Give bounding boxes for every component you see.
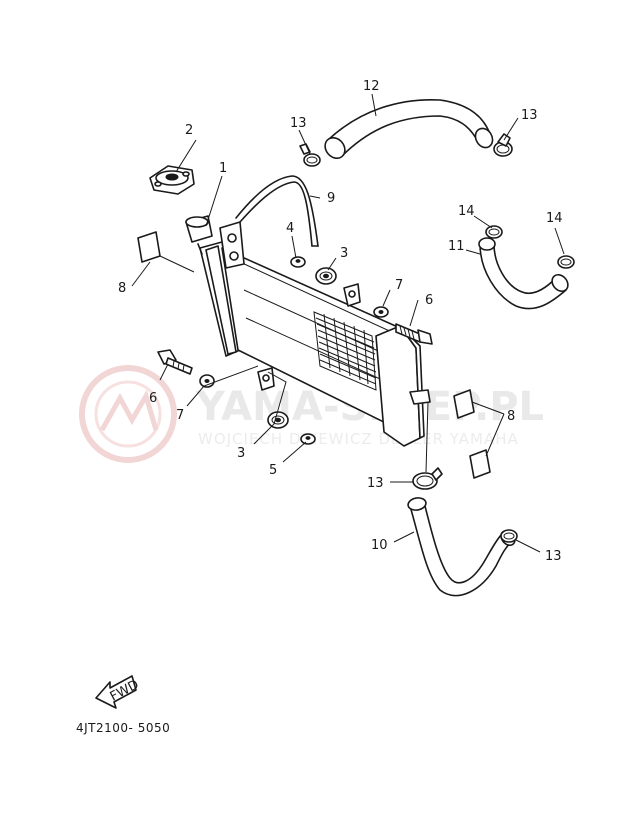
washer-7-right <box>373 306 389 318</box>
callout-12: 12 <box>363 79 380 94</box>
callout-13-top: 13 <box>290 116 307 131</box>
radiator-assembly <box>185 215 431 447</box>
callout-9: 9 <box>327 191 335 206</box>
callout-8-left: 8 <box>118 281 126 296</box>
fwd-arrow-icon: FWD <box>95 675 141 709</box>
callout-14-right: 14 <box>546 211 563 226</box>
collar-4 <box>290 256 306 268</box>
callout-3-upper: 3 <box>340 246 348 261</box>
callouts: 2 1 13 12 13 9 4 3 7 6 14 14 11 8 6 7 8 … <box>118 79 563 564</box>
bolt-6-left <box>157 349 193 375</box>
callout-13-topright: 13 <box>521 108 538 123</box>
callout-2: 2 <box>185 123 193 138</box>
grommet-3-lower <box>267 411 289 429</box>
pad-8-right-lower <box>469 449 491 479</box>
hose-clamp-13a <box>299 143 321 167</box>
leader-lines <box>131 93 565 553</box>
hose-clamp-14a <box>485 225 503 239</box>
upper-hose <box>324 98 494 160</box>
callout-1: 1 <box>219 161 227 176</box>
callout-10: 10 <box>371 538 388 553</box>
callout-7-left: 7 <box>176 408 184 423</box>
callout-4: 4 <box>286 221 294 236</box>
pad-8-left <box>137 231 161 263</box>
callout-14-left: 14 <box>458 204 475 219</box>
callout-6-left: 6 <box>149 391 157 406</box>
callout-11: 11 <box>448 239 465 254</box>
overflow-hose <box>235 175 319 247</box>
hose-clamp-13d <box>500 529 518 543</box>
pad-8-right-upper <box>453 389 475 419</box>
lower-hose <box>407 497 516 597</box>
grommet-3-upper <box>315 267 337 285</box>
callout-8-right: 8 <box>507 409 515 424</box>
callout-7-right: 7 <box>395 278 403 293</box>
callout-5: 5 <box>269 463 277 478</box>
hose-clamp-14b <box>557 255 575 269</box>
callout-13-center: 13 <box>367 476 384 491</box>
callout-6-right: 6 <box>425 293 433 308</box>
radiator-cap <box>149 165 195 195</box>
hose-11 <box>478 237 569 310</box>
diagram-code: 4JT2100- 5050 <box>76 721 170 735</box>
bolt-6-right <box>395 323 433 345</box>
collar-5 <box>300 433 316 445</box>
hose-clamp-13b <box>493 133 513 157</box>
watermark-tagline: WOJCIECH DZIEWICZ DEALER YAMAHA <box>198 430 519 448</box>
watermark-logo-seal <box>79 365 177 463</box>
callout-13-bottomright: 13 <box>545 549 562 564</box>
hose-clamp-13c <box>412 467 443 490</box>
callout-3-lower: 3 <box>237 446 245 461</box>
